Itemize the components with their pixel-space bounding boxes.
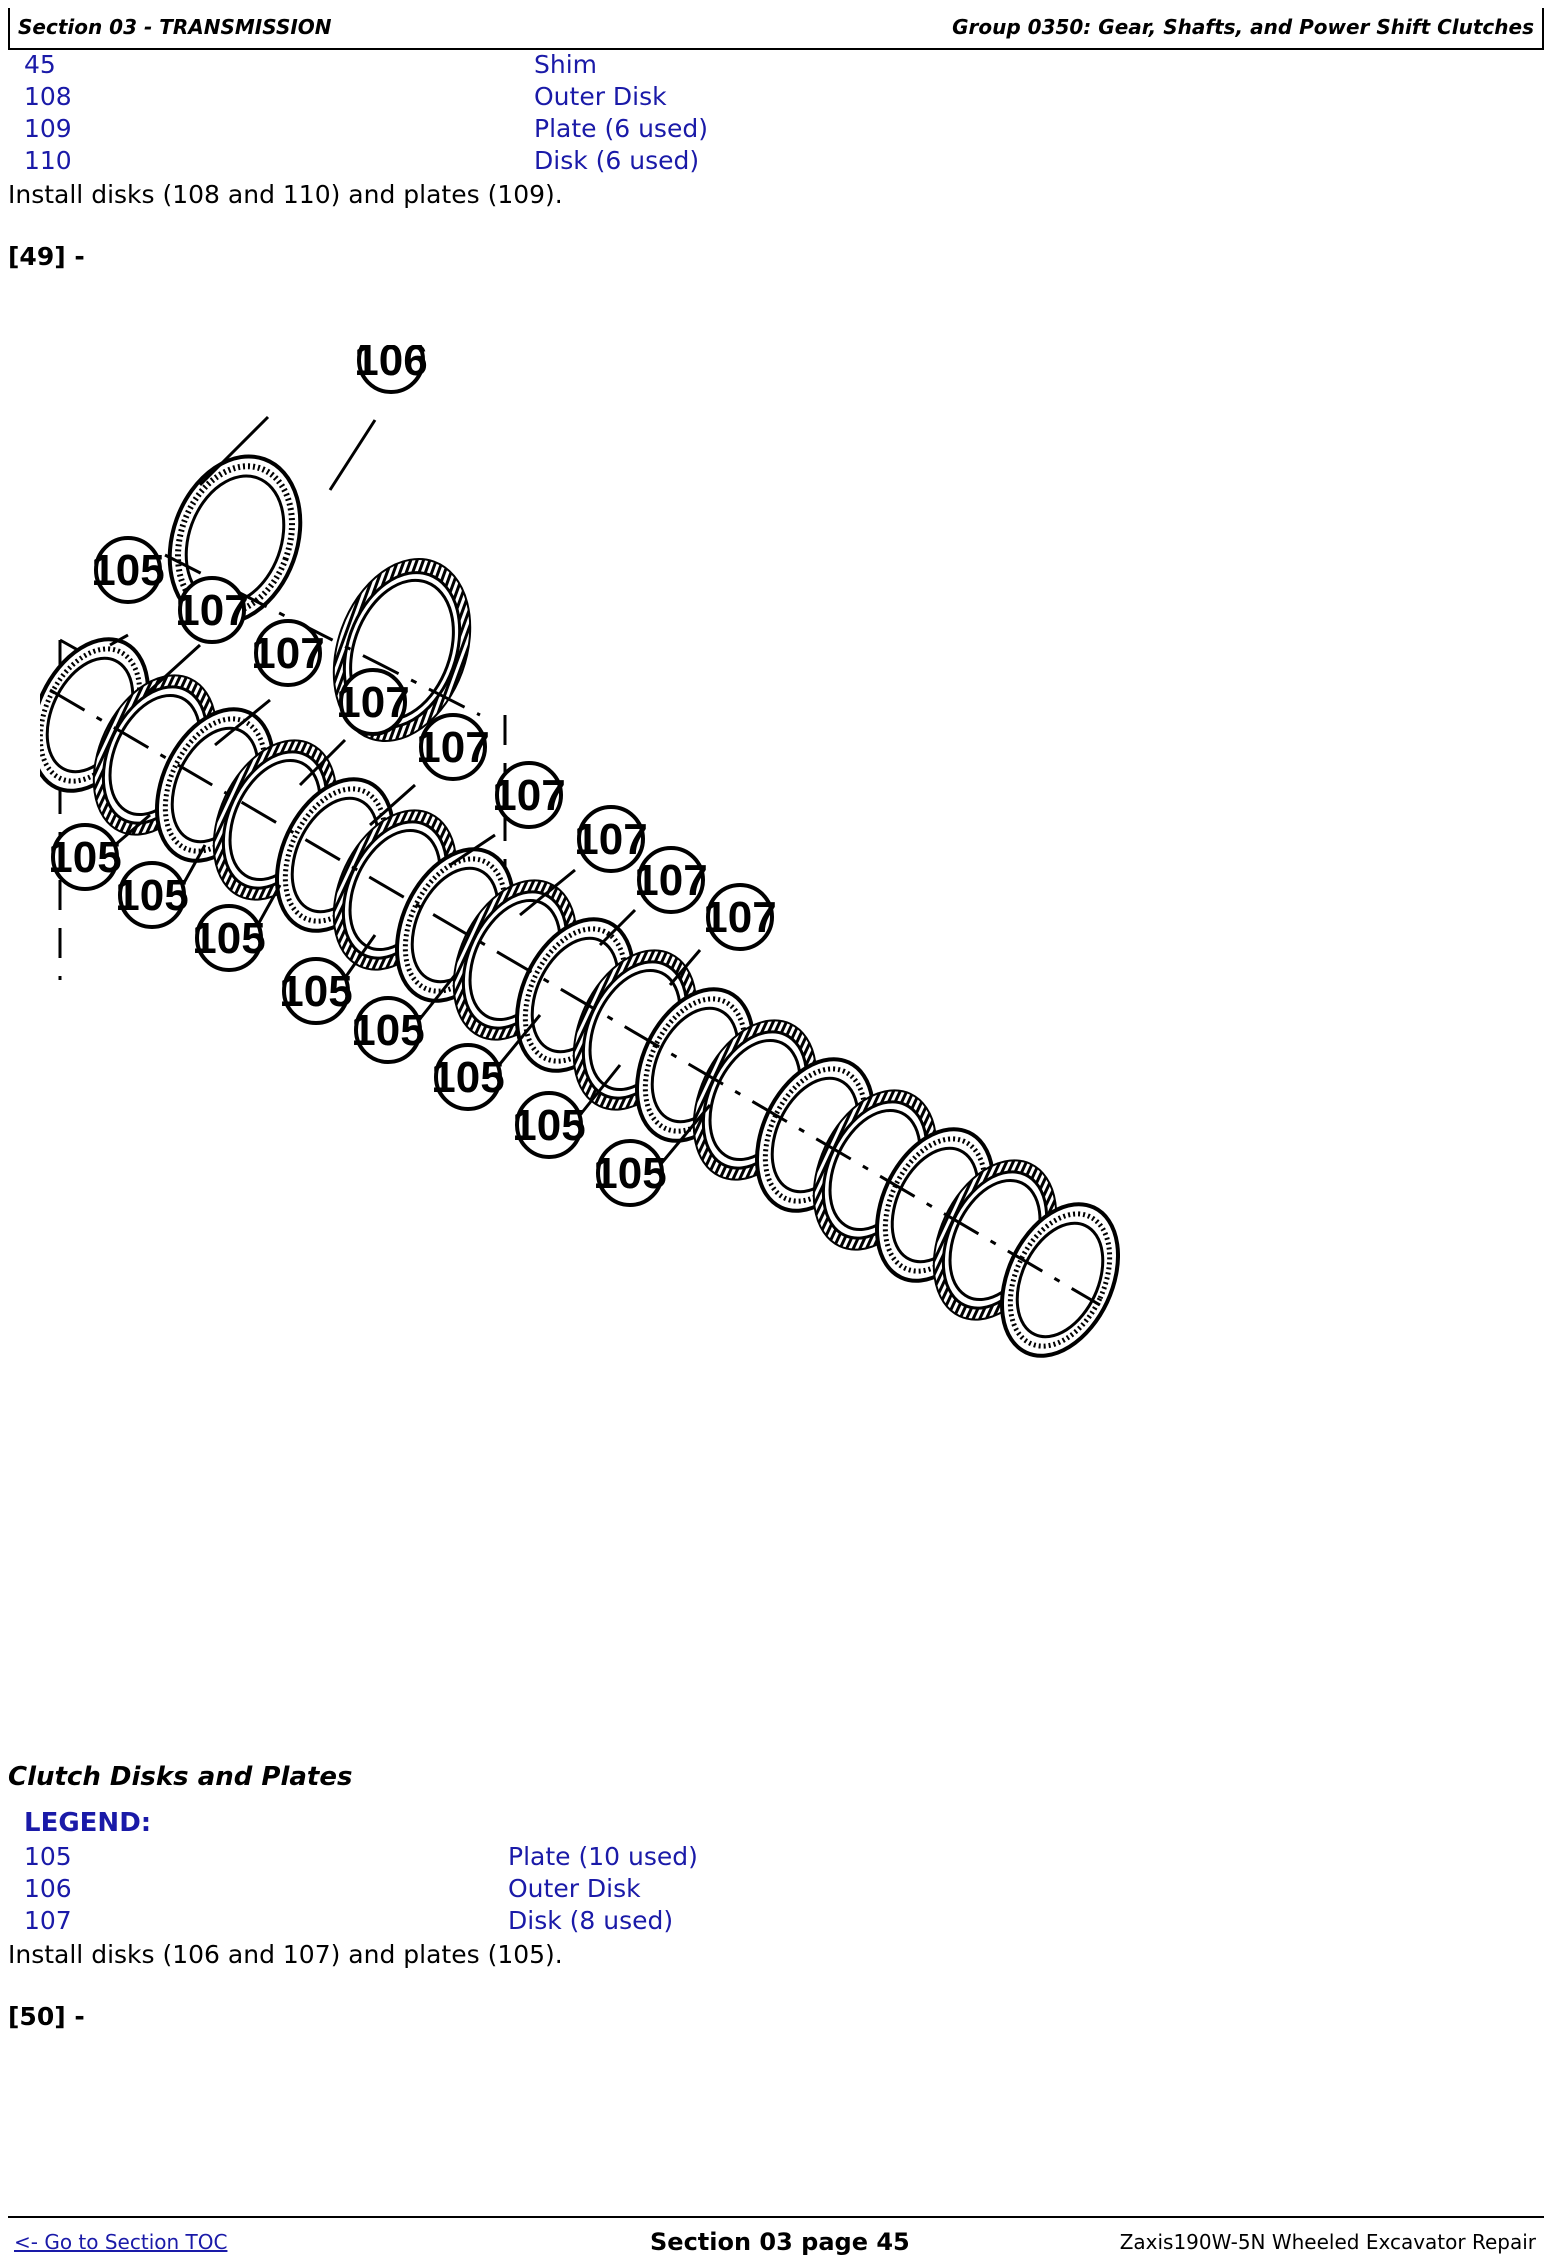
legend-title: LEGEND: (24, 1808, 152, 1838)
leader-lines (109, 415, 712, 1166)
legend-description[interactable]: Disk (8 used) (508, 1906, 674, 1935)
page-header: Section 03 - TRANSMISSION Group 0350: Ge… (8, 8, 1544, 50)
legend-description[interactable]: Outer Disk (534, 82, 667, 111)
callout-label: 105 (91, 546, 164, 595)
callout-label: 105 (115, 871, 188, 920)
figure-caption: Clutch Disks and Plates (8, 1762, 353, 1792)
group-title: Group 0350: Gear, Shafts, and Power Shif… (952, 15, 1534, 39)
callout-label: 105 (48, 833, 121, 882)
legend-number[interactable]: 108 (24, 82, 72, 111)
section-title: Section 03 - TRANSMISSION (18, 15, 332, 39)
manual-title: Zaxis190W-5N Wheeled Excavator Repair (1119, 2230, 1536, 2254)
clutch-exploded-diagram: 105 106 105 107 107 107 107 107 107 107 … (40, 345, 1120, 1358)
callout-label: 107 (703, 893, 776, 942)
legend-number[interactable]: 105 (24, 1842, 72, 1871)
callout-label: 105 (279, 967, 352, 1016)
legend-description[interactable]: Plate (6 used) (534, 114, 708, 143)
instruction-text: Install disks (108 and 110) and plates (… (8, 180, 563, 209)
section-toc-link[interactable]: <- Go to Section TOC (14, 2230, 228, 2254)
legend-description[interactable]: Disk (6 used) (534, 146, 700, 175)
legend-description[interactable]: Shim (534, 50, 598, 79)
callout-label: 107 (336, 678, 409, 727)
callout-label: 105 (431, 1053, 504, 1102)
legend-number[interactable]: 107 (24, 1906, 72, 1935)
callout-label: 105 (192, 914, 265, 963)
legend-number[interactable]: 106 (24, 1874, 72, 1903)
callout-label: 107 (492, 771, 565, 820)
footer-rule (8, 2216, 1544, 2218)
callout-label: 105 (593, 1149, 666, 1198)
instruction-text: Install disks (106 and 107) and plates (… (8, 1940, 563, 1969)
callout-label: 107 (251, 629, 324, 678)
legend-description[interactable]: Outer Disk (508, 1874, 641, 1903)
callout-label: 106 (354, 345, 427, 385)
callout-label: 107 (634, 856, 707, 905)
callout-label: 107 (416, 723, 489, 772)
callout-label: 107 (574, 815, 647, 864)
legend-number[interactable]: 110 (24, 146, 72, 175)
step-heading: [49] - (8, 242, 85, 271)
callout-label: 107 (175, 586, 248, 635)
callout-label: 105 (351, 1006, 424, 1055)
callout-label: 105 (512, 1101, 585, 1150)
step-heading: [50] - (8, 2002, 85, 2031)
legend-number[interactable]: 45 (24, 50, 56, 79)
page-number: Section 03 page 45 (650, 2228, 910, 2256)
legend-number[interactable]: 109 (24, 114, 72, 143)
callout-circles: 105 106 105 107 107 107 107 107 107 107 … (48, 345, 777, 1207)
legend-description[interactable]: Plate (10 used) (508, 1842, 698, 1871)
disk-stack (40, 637, 1120, 1358)
